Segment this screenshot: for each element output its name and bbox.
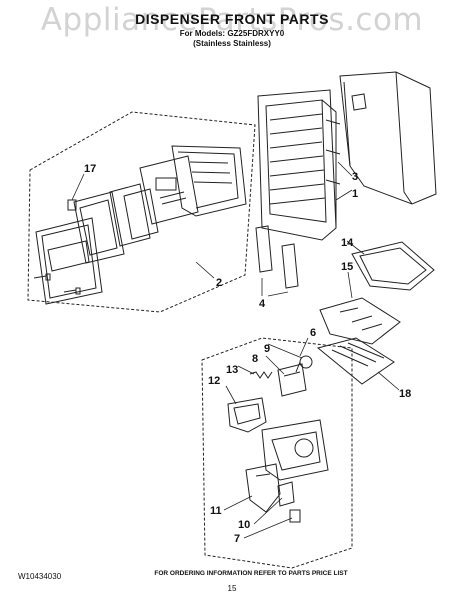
mounting-screws <box>33 273 81 295</box>
callout-11: 11 <box>210 505 222 517</box>
ice-chute-assembly <box>261 419 329 481</box>
dispenser-housing <box>257 89 341 241</box>
chute-door <box>339 71 437 205</box>
callout-12: 12 <box>208 375 220 387</box>
callout-labels: 17 2 3 1 4 14 15 6 18 9 8 13 12 11 10 7 <box>84 163 411 545</box>
callout-2: 2 <box>216 277 222 289</box>
paddle-part-11 <box>245 463 281 513</box>
callout-10: 10 <box>238 519 250 531</box>
drip-tray-grille <box>316 337 395 385</box>
model-subtitle: For Models: GZ25FDRXYY0 <box>179 29 285 38</box>
callout-8: 8 <box>252 353 258 365</box>
callout-14: 14 <box>341 237 354 249</box>
callout-17: 17 <box>84 163 96 175</box>
callout-9: 9 <box>264 343 270 355</box>
foam-pads <box>255 225 299 289</box>
spring-part-13 <box>249 371 273 379</box>
control-board <box>139 155 199 225</box>
page-title: DISPENSER FRONT PARTS <box>135 11 329 27</box>
callout-1: 1 <box>352 188 358 200</box>
page-number: 15 <box>227 584 237 593</box>
solenoid-part-8 <box>277 363 307 397</box>
control-housing <box>171 145 247 217</box>
finish-subtitle: (Stainless Stainless) <box>193 39 271 48</box>
document-number: W10434030 <box>18 572 62 581</box>
leader-lines <box>71 161 400 539</box>
watermark: AppliancePartsPros.com <box>40 2 424 38</box>
bushing-part-7 <box>289 509 301 523</box>
callout-7: 7 <box>234 533 240 545</box>
drip-tray <box>319 297 401 345</box>
assembly-2-boundary <box>27 111 256 313</box>
callout-13: 13 <box>226 364 238 376</box>
callout-3: 3 <box>352 171 358 183</box>
callout-18: 18 <box>399 388 411 400</box>
drip-tray-frame <box>351 241 435 291</box>
assembly-6-boundary <box>201 337 353 569</box>
display-gasket <box>109 183 151 247</box>
display-bezel <box>73 191 125 264</box>
display-lens <box>123 188 159 240</box>
callout-15: 15 <box>341 261 353 273</box>
callout-6: 6 <box>310 327 316 339</box>
callout-4: 4 <box>259 298 266 310</box>
switch-part-9 <box>295 355 313 373</box>
lever-part-10 <box>277 481 295 507</box>
ordering-note: FOR ORDERING INFORMATION REFER TO PARTS … <box>154 570 348 577</box>
actuator-cup-12 <box>227 397 267 433</box>
